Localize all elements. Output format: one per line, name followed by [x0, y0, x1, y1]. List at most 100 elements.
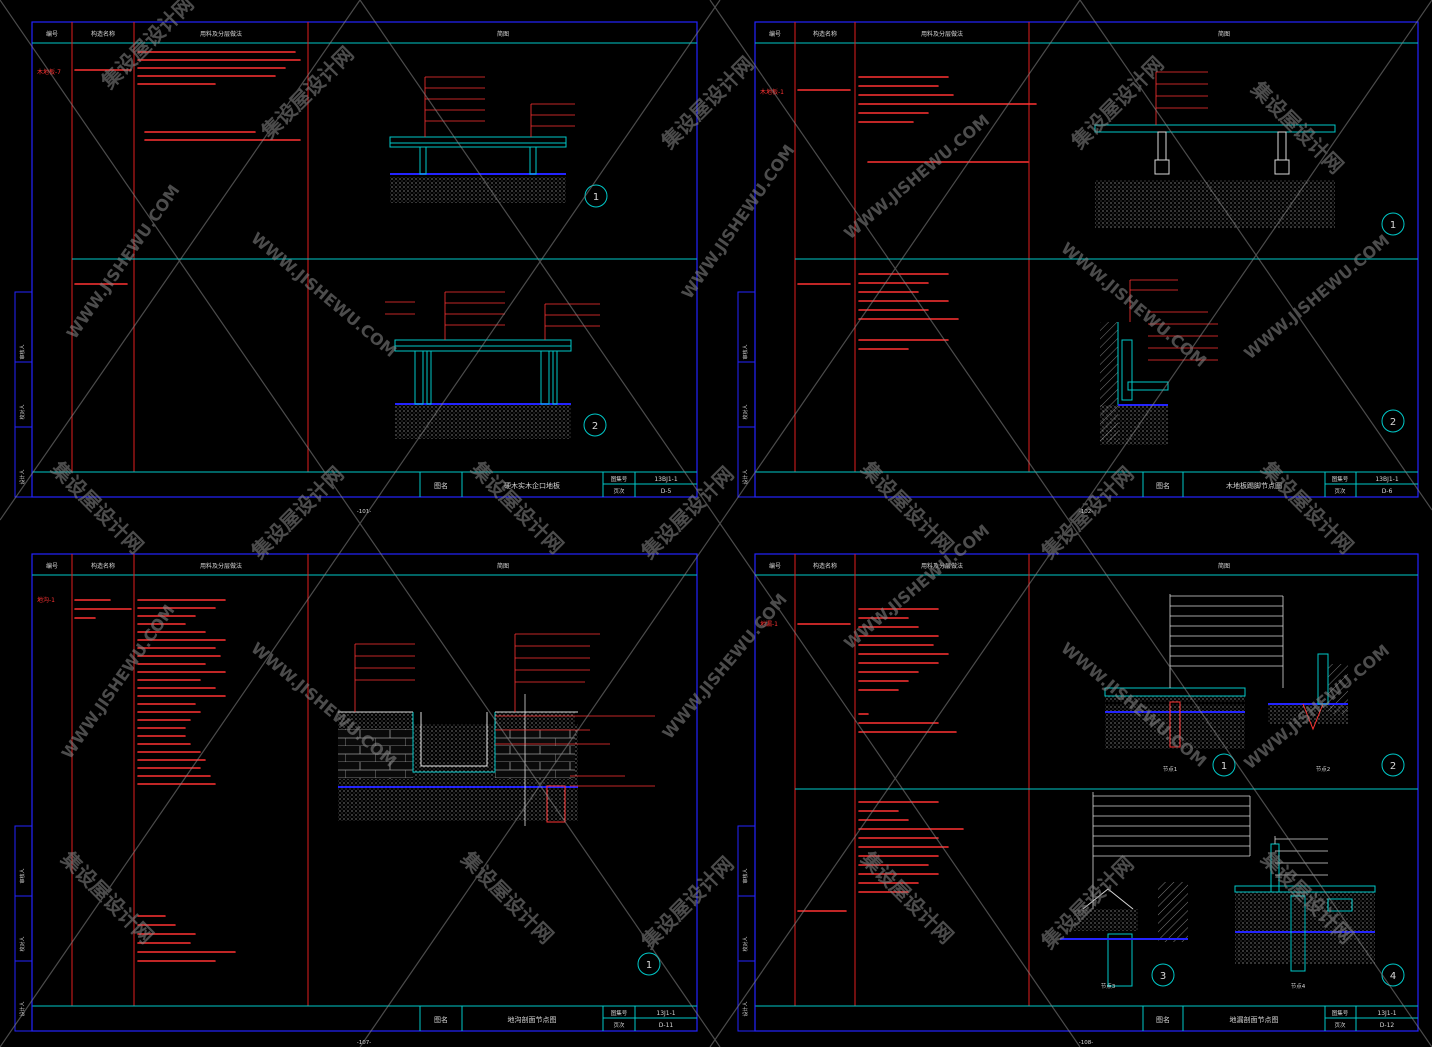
header-code: 编号 — [769, 562, 781, 570]
detail-number: 1 — [1221, 761, 1227, 772]
watermark-text-en: WWW.JISHEWU.COM — [840, 521, 993, 653]
atlas-label: 图集号 — [1332, 1009, 1349, 1017]
detail-marker-2 — [1381, 409, 1405, 433]
page-number: -108- — [1079, 1040, 1093, 1046]
title-block: 图名 硬木实木企口地板 图集号 13BJ1-1 页次 D-5 — [419, 472, 697, 497]
atlas-number: 13BJ1-1 — [1375, 476, 1399, 483]
detail-marker-2 — [1381, 753, 1405, 777]
side-label: 设计人 — [19, 1001, 26, 1016]
page-code: D-6 — [1382, 488, 1393, 495]
side-label: 审核人 — [742, 868, 749, 883]
sheet-bottom-left: 编号 构造名称 用料及分层做法 简图 地沟-1 — [14, 553, 698, 1046]
method-text-lines — [74, 51, 301, 285]
page-label: 页次 — [1334, 487, 1346, 495]
detail-number: 2 — [1390, 417, 1396, 428]
side-label: 设计人 — [19, 469, 26, 484]
header-method: 用料及分层做法 — [200, 30, 242, 38]
detail-caption: 节点1 — [1163, 765, 1178, 773]
watermark-text-en: WWW.JISHEWU.COM — [659, 590, 791, 743]
page-number: -101- — [357, 509, 371, 515]
atlas-label: 图集号 — [1332, 475, 1349, 483]
header-name: 构造名称 — [813, 30, 837, 38]
page-number: -107- — [357, 1040, 371, 1046]
detail-3-section: 3 节点3 — [1060, 792, 1251, 990]
page-code: D-11 — [659, 1022, 674, 1029]
detail-number: 1 — [646, 960, 652, 971]
title-label: 图名 — [1156, 481, 1170, 490]
detail-number: 1 — [1390, 220, 1396, 231]
detail-2-section: 2 节点2 — [1268, 653, 1405, 777]
atlas-label: 图集号 — [611, 1009, 628, 1017]
header-sketch: 简图 — [1218, 30, 1230, 38]
header-name: 构造名称 — [813, 562, 837, 570]
watermark-text-en: WWW.JISHEWU.COM — [1240, 641, 1393, 773]
detail-number: 3 — [1160, 971, 1166, 982]
header-code: 编号 — [46, 562, 58, 570]
header-method: 用料及分层做法 — [921, 562, 963, 570]
detail-1-section: 1 — [389, 76, 608, 208]
detail-1-section: 1 — [338, 633, 661, 976]
header-sketch: 简图 — [497, 562, 509, 570]
detail-number: 2 — [1390, 761, 1396, 772]
sheet-title: 木地板踢脚节点图 — [1226, 481, 1282, 490]
watermark-text-en: WWW.JISHEWU.COM — [247, 229, 400, 361]
row-code: 地沟-1 — [37, 596, 55, 604]
watermark-text-cn: 集设屋设计网 — [456, 846, 559, 949]
detail-4-section: 4 节点4 — [1234, 836, 1405, 990]
side-label: 校对人 — [19, 936, 26, 951]
title-block: 图名 地沟剖面节点图 图集号 13J1-1 页次 D-11 — [419, 1006, 697, 1031]
title-label: 图名 — [434, 1015, 448, 1024]
detail-caption: 节点4 — [1291, 982, 1306, 990]
header-name: 构造名称 — [91, 562, 115, 570]
watermark-text-cn: 集设屋设计网 — [466, 456, 569, 559]
atlas-number: 13J1-1 — [656, 1010, 675, 1017]
title-block: 图名 地漏剖面节点图 图集号 13J1-1 页次 D-12 — [1142, 1006, 1418, 1031]
watermark-text-en: WWW.JISHEWU.COM — [58, 601, 179, 762]
detail-marker-1 — [1381, 212, 1405, 236]
sheet-top-left: 编号 构造名称 用料及分层做法 简图 木地板-7 — [14, 21, 698, 515]
watermark-text-cn: 集设屋设计网 — [636, 852, 739, 955]
watermark-text-cn: 集设屋设计网 — [636, 462, 739, 565]
watermark-text-cn: 集设屋设计网 — [246, 462, 349, 565]
side-label: 校对人 — [19, 404, 26, 419]
title-block: 图名 木地板踢脚节点图 图集号 13BJ1-1 页次 D-6 — [1142, 472, 1418, 497]
header-method: 用料及分层做法 — [200, 562, 242, 570]
watermark-text-cn: 集设屋设计网 — [96, 0, 199, 94]
watermark-text-cn: 集设屋设计网 — [56, 846, 159, 949]
detail-number: 1 — [593, 192, 599, 203]
header-sketch: 简图 — [497, 30, 509, 38]
sheet-title: 硬木实木企口地板 — [504, 481, 560, 490]
watermark-text-cn: 集设屋设计网 — [256, 42, 359, 145]
watermark-text-cn: 集设屋设计网 — [46, 456, 149, 559]
side-label: 校对人 — [742, 936, 749, 951]
title-label: 图名 — [434, 481, 448, 490]
header-sketch: 简图 — [1218, 562, 1230, 570]
page-code: D-5 — [661, 488, 672, 495]
watermark-text-en: WWW.JISHEWU.COM — [840, 111, 993, 243]
watermark-text-cn: 集设屋设计网 — [1066, 52, 1169, 155]
row-code: 木地板-1 — [760, 88, 784, 96]
side-label: 审核人 — [19, 868, 26, 883]
atlas-label: 图集号 — [611, 475, 628, 483]
atlas-number: 13J1-1 — [1377, 1010, 1396, 1017]
detail-caption: 节点2 — [1316, 765, 1331, 773]
page-label: 页次 — [613, 487, 625, 495]
watermark-text-cn: 集设屋设计网 — [856, 846, 959, 949]
method-text-lines — [797, 76, 1037, 350]
detail-marker-3 — [1151, 963, 1175, 987]
page-number: -102- — [1079, 509, 1093, 515]
detail-marker-1 — [637, 952, 661, 976]
sheet-bottom-right: 编号 构造名称 用料及分层做法 简图 地漏-1 — [737, 553, 1419, 1046]
detail-1-section: 1 节点1 — [1104, 594, 1284, 777]
sheet-title: 地沟剖面节点图 — [508, 1015, 557, 1024]
page-label: 页次 — [613, 1021, 625, 1029]
detail-2-section: 2 — [1100, 279, 1405, 445]
header-method: 用料及分层做法 — [921, 30, 963, 38]
watermark-text-en: WWW.JISHEWU.COM — [678, 141, 799, 302]
page-code: D-12 — [1380, 1022, 1395, 1029]
side-label: 审核人 — [742, 344, 749, 359]
watermark-text-en: WWW.JISHEWU.COM — [247, 639, 400, 771]
detail-marker-1 — [1212, 753, 1236, 777]
watermark-text-en: WWW.JISHEWU.COM — [63, 181, 184, 342]
